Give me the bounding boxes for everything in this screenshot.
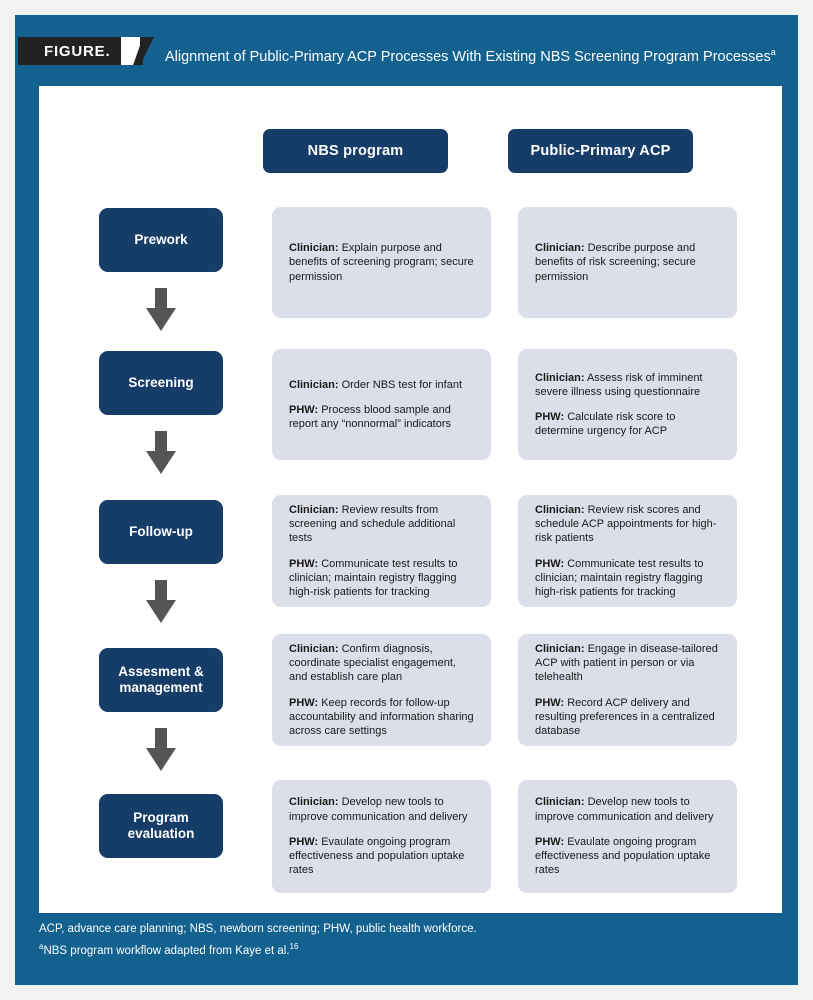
card-paragraph: PHW: Keep records for follow-up accounta…	[289, 696, 474, 739]
footnote-marker: a	[39, 942, 44, 951]
diagram-canvas: NBS program Public-Primary ACP Prework C…	[39, 86, 782, 913]
role-label: Clinician:	[535, 371, 585, 384]
card-paragraph: Clinician: Review risk scores and schedu…	[535, 503, 720, 546]
card-paragraph: Clinician: Develop new tools to improve …	[289, 795, 474, 823]
arrow-down-icon-2	[146, 431, 176, 474]
card-paragraph: Clinician: Engage in disease-tailored AC…	[535, 642, 720, 685]
stage-box-assesment-management: Assesment & management	[99, 648, 223, 712]
footnote-abbreviations: ACP, advance care planning; NBS, newborn…	[39, 923, 477, 935]
card-paragraph: PHW: Record ACP delivery and resulting p…	[535, 696, 720, 739]
role-label: Clinician:	[289, 503, 339, 516]
figure-tag: FIGURE.	[18, 37, 143, 65]
role-text: Evaulate ongoing program effectiveness a…	[289, 835, 465, 877]
arrow-down-icon-3	[146, 580, 176, 623]
card-paragraph: PHW: Evaulate ongoing program effectiven…	[289, 835, 474, 878]
card-acp-program-evaluation: Clinician: Develop new tools to improve …	[518, 780, 737, 893]
role-label: PHW:	[289, 835, 319, 848]
role-text: Confirm diagnosis, coordinate specialist…	[289, 642, 456, 684]
footnote-reference: 16	[289, 942, 299, 951]
arrow-shaft	[155, 431, 167, 453]
role-label: Clinician:	[289, 642, 339, 655]
role-text: Record ACP delivery and resulting prefer…	[535, 696, 715, 737]
figure-tag-notch-icon	[121, 37, 143, 65]
stage-box-screening: Screening	[99, 351, 223, 415]
footnote-note: aNBS program workflow adapted from Kaye …	[39, 938, 780, 960]
role-label: Clinician:	[289, 378, 339, 391]
card-paragraph: Clinician: Assess risk of imminent sever…	[535, 371, 720, 399]
card-paragraph: Clinician: Order NBS test for infant	[289, 378, 474, 392]
arrow-shaft	[155, 288, 167, 310]
role-text: Assess risk of imminent severe illness u…	[535, 371, 703, 398]
role-text: Develop new tools to improve communicati…	[289, 796, 468, 823]
role-text: Process blood sample and report any “non…	[289, 403, 452, 431]
role-label: PHW:	[289, 696, 319, 709]
role-label: PHW:	[535, 835, 565, 848]
role-label: PHW:	[289, 403, 319, 416]
card-nbs-prework: Clinician: Explain purpose and benefits …	[272, 207, 491, 318]
role-label: PHW:	[289, 557, 319, 570]
arrow-head	[146, 600, 176, 623]
card-nbs-follow-up: Clinician: Review results from screening…	[272, 495, 491, 607]
role-label: PHW:	[535, 411, 565, 423]
role-text: Review risk scores and schedule ACP appo…	[535, 503, 717, 545]
stage-box-follow-up: Follow-up	[99, 500, 223, 564]
arrow-shaft	[155, 728, 167, 750]
role-label: Clinician:	[535, 796, 585, 809]
column-header-public-primary-acp: Public-Primary ACP	[508, 129, 693, 173]
figure-title-superscript: a	[770, 47, 776, 57]
stage-box-program-evaluation: Program evaluation	[99, 794, 223, 858]
arrow-down-icon-1	[146, 288, 176, 331]
card-acp-prework: Clinician: Describe purpose and benefits…	[518, 207, 737, 318]
card-paragraph: Clinician: Explain purpose and benefits …	[289, 241, 474, 284]
arrow-head	[146, 451, 176, 474]
role-text: Communicate test results to clinician; m…	[289, 557, 458, 598]
card-paragraph: PHW: Evaulate ongoing program effectiven…	[535, 835, 720, 878]
card-nbs-program-evaluation: Clinician: Develop new tools to improve …	[272, 780, 491, 893]
card-nbs-assesment-management: Clinician: Confirm diagnosis, coordinate…	[272, 634, 491, 746]
card-paragraph: Clinician: Confirm diagnosis, coordinate…	[289, 642, 474, 685]
card-acp-follow-up: Clinician: Review risk scores and schedu…	[518, 495, 737, 607]
arrow-head	[146, 308, 176, 331]
card-paragraph: PHW: Calculate risk score to determine u…	[535, 410, 720, 438]
role-text: Describe purpose and benefits of risk sc…	[535, 242, 696, 283]
role-label: Clinician:	[289, 796, 339, 809]
card-paragraph: Clinician: Describe purpose and benefits…	[535, 241, 720, 284]
role-text: Evaulate ongoing program effectiveness a…	[535, 835, 711, 877]
card-paragraph: PHW: Process blood sample and report any…	[289, 403, 474, 431]
role-text: Review results from screening and schedu…	[289, 503, 456, 545]
arrow-shaft	[155, 580, 167, 602]
card-paragraph: PHW: Communicate test results to clinici…	[289, 557, 474, 600]
figure-title-text: Alignment of Public-Primary ACP Processe…	[165, 48, 771, 65]
role-label: Clinician:	[289, 242, 339, 255]
role-text: Develop new tools to improve communicati…	[535, 796, 714, 823]
figure-tag-label: FIGURE.	[44, 42, 111, 60]
role-label: Clinician:	[535, 503, 585, 516]
stage-box-prework: Prework	[99, 208, 223, 272]
role-label: PHW:	[535, 557, 565, 570]
column-header-nbs-program: NBS program	[263, 129, 448, 173]
role-label: PHW:	[535, 696, 565, 709]
card-acp-screening: Clinician: Assess risk of imminent sever…	[518, 349, 737, 460]
role-text: Explain purpose and benefits of screenin…	[289, 242, 474, 283]
figure-title: Alignment of Public-Primary ACP Processe…	[165, 42, 788, 67]
role-label: Clinician:	[535, 642, 585, 655]
card-acp-assesment-management: Clinician: Engage in disease-tailored AC…	[518, 634, 737, 746]
role-text: Engage in disease-tailored ACP with pati…	[535, 642, 718, 684]
role-text: Calculate risk score to determine urgenc…	[535, 411, 676, 438]
role-text: Communicate test results to clinician; m…	[535, 557, 704, 598]
card-paragraph: Clinician: Develop new tools to improve …	[535, 795, 720, 823]
role-label: Clinician:	[535, 242, 585, 255]
card-nbs-screening: Clinician: Order NBS test for infant PHW…	[272, 349, 491, 460]
figure-footnotes: ACP, advance care planning; NBS, newborn…	[39, 921, 780, 960]
role-text: Keep records for follow-up accountabilit…	[289, 696, 474, 737]
role-text: Order NBS test for infant	[338, 378, 463, 391]
footnote-note-text: NBS program workflow adapted from Kaye e…	[43, 944, 290, 957]
arrow-down-icon-4	[146, 728, 176, 771]
card-paragraph: Clinician: Review results from screening…	[289, 503, 474, 546]
arrow-head	[146, 748, 176, 771]
card-paragraph: PHW: Communicate test results to clinici…	[535, 557, 720, 600]
figure-panel: FIGURE. Alignment of Public-Primary ACP …	[15, 15, 798, 985]
figure-header: FIGURE. Alignment of Public-Primary ACP …	[15, 15, 798, 83]
